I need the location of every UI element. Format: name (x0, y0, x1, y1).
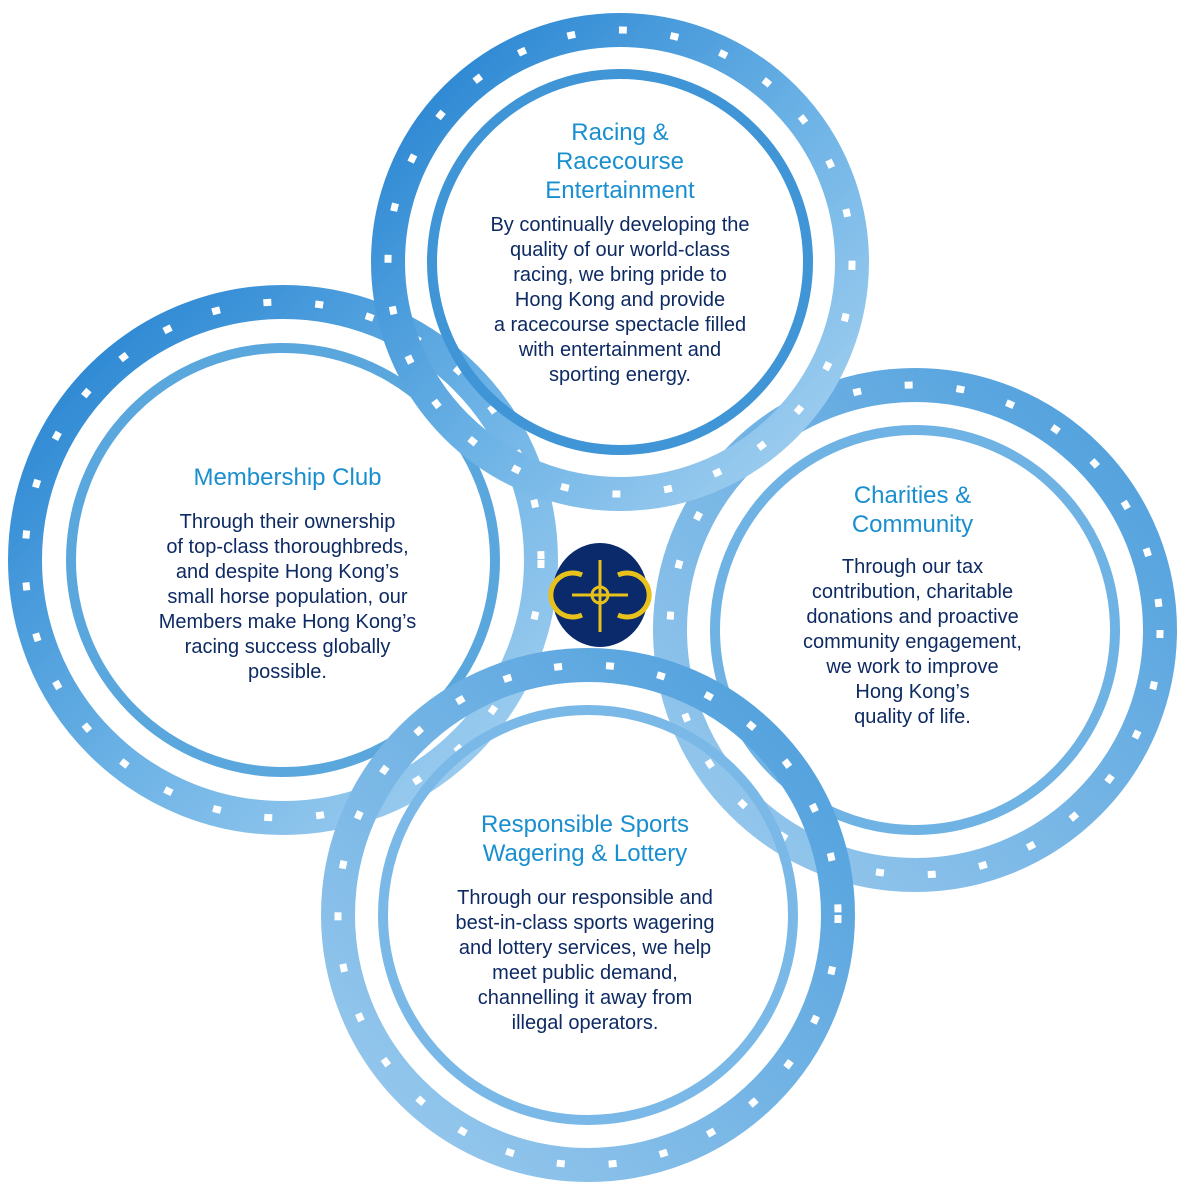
racing-horseshoe (371, 13, 869, 511)
responsible-text: Through our responsible and best-in-clas… (455, 887, 715, 1034)
racing-text: By continually developing the quality of… (490, 214, 750, 386)
charities-section: Charities & Community Through our tax co… (770, 481, 1055, 730)
charities-title: Charities & Community (851, 482, 974, 538)
membership-title: Membership Club (193, 464, 382, 491)
racing-section: Racing & Racecourse Entertainment By con… (430, 118, 810, 388)
charities-horseshoe (653, 368, 1177, 892)
membership-section: Membership Club Through their ownership … (120, 463, 455, 685)
racing-title: Racing & Racecourse Entertainment (545, 119, 695, 204)
responsible-horseshoe (321, 648, 855, 1182)
responsible-section: Responsible Sports Wagering & Lottery Th… (400, 810, 770, 1036)
membership-text: Through their ownership of top-class tho… (158, 511, 417, 683)
charities-text: Through our tax contribution, charitable… (802, 556, 1022, 728)
club-crest-icon (548, 543, 652, 647)
responsible-title: Responsible Sports Wagering & Lottery (480, 811, 690, 867)
membership-horseshoe (8, 285, 558, 835)
